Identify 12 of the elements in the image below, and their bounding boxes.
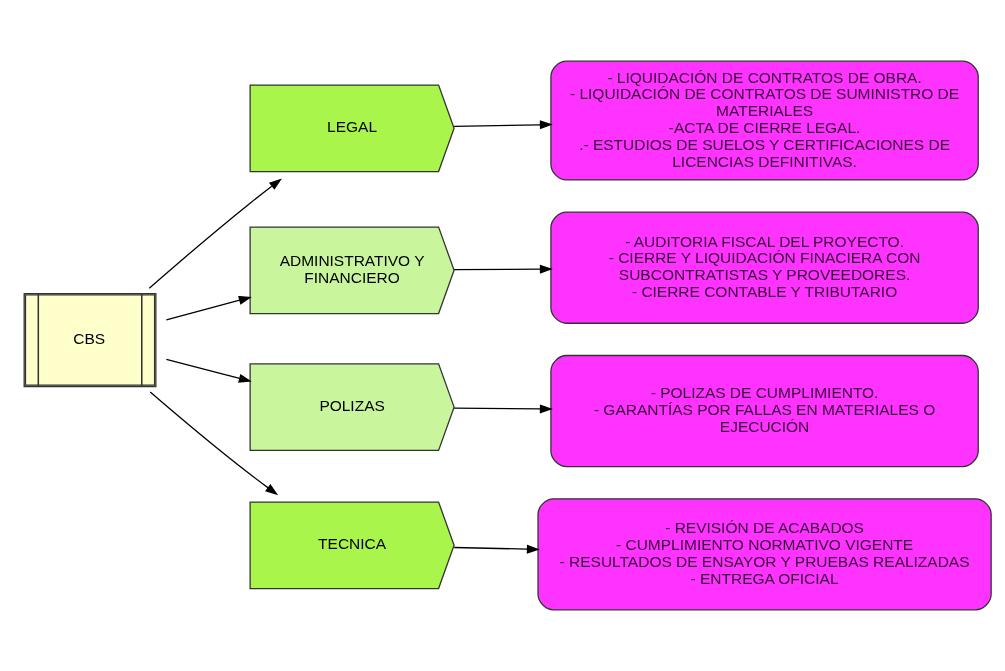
arrow	[165, 358, 252, 383]
arrow	[165, 295, 252, 321]
node-box: - REVISIÓN DE ACABADOS - CUMPLIMIENTO NORMATIVO VIGENTE - RESULTADOS DE ENSAYOR Y PRUEBAS REALIZADAS - ENTREGA OFICIAL	[537, 498, 992, 611]
node-box: - POLIZAS DE CUMPLIMIENTO. - GARANTÍAS POR FALLAS EN MATERIALES O EJECUCIÓN	[550, 354, 979, 468]
arrow	[453, 544, 540, 554]
arrow	[453, 404, 553, 414]
arrow	[148, 178, 282, 289]
node-box: - LIQUIDACIÓN DE CONTRATOS DE OBRA. - LIQUIDACIÓN DE CONTRATOS DE SUMINISTRO DE MATERIALES -ACTA DE CIERRE LEGAL. .- ESTUDIOS DE SUELOS Y CERTIFICACIONES DE LICENCIAS DEFINITIVAS.	[550, 60, 979, 181]
arrow	[149, 391, 279, 496]
node-box: - AUDITORIA FISCAL DEL PROYECTO. - CIERRE Y LIQUIDACIÓN FINACIERA CON SUBCONTRATISTAS Y PROVEEDORES. - CIERRE CONTABLE Y TRIBUTARIO	[550, 211, 979, 324]
arrow	[453, 264, 553, 274]
arrow	[453, 120, 553, 130]
